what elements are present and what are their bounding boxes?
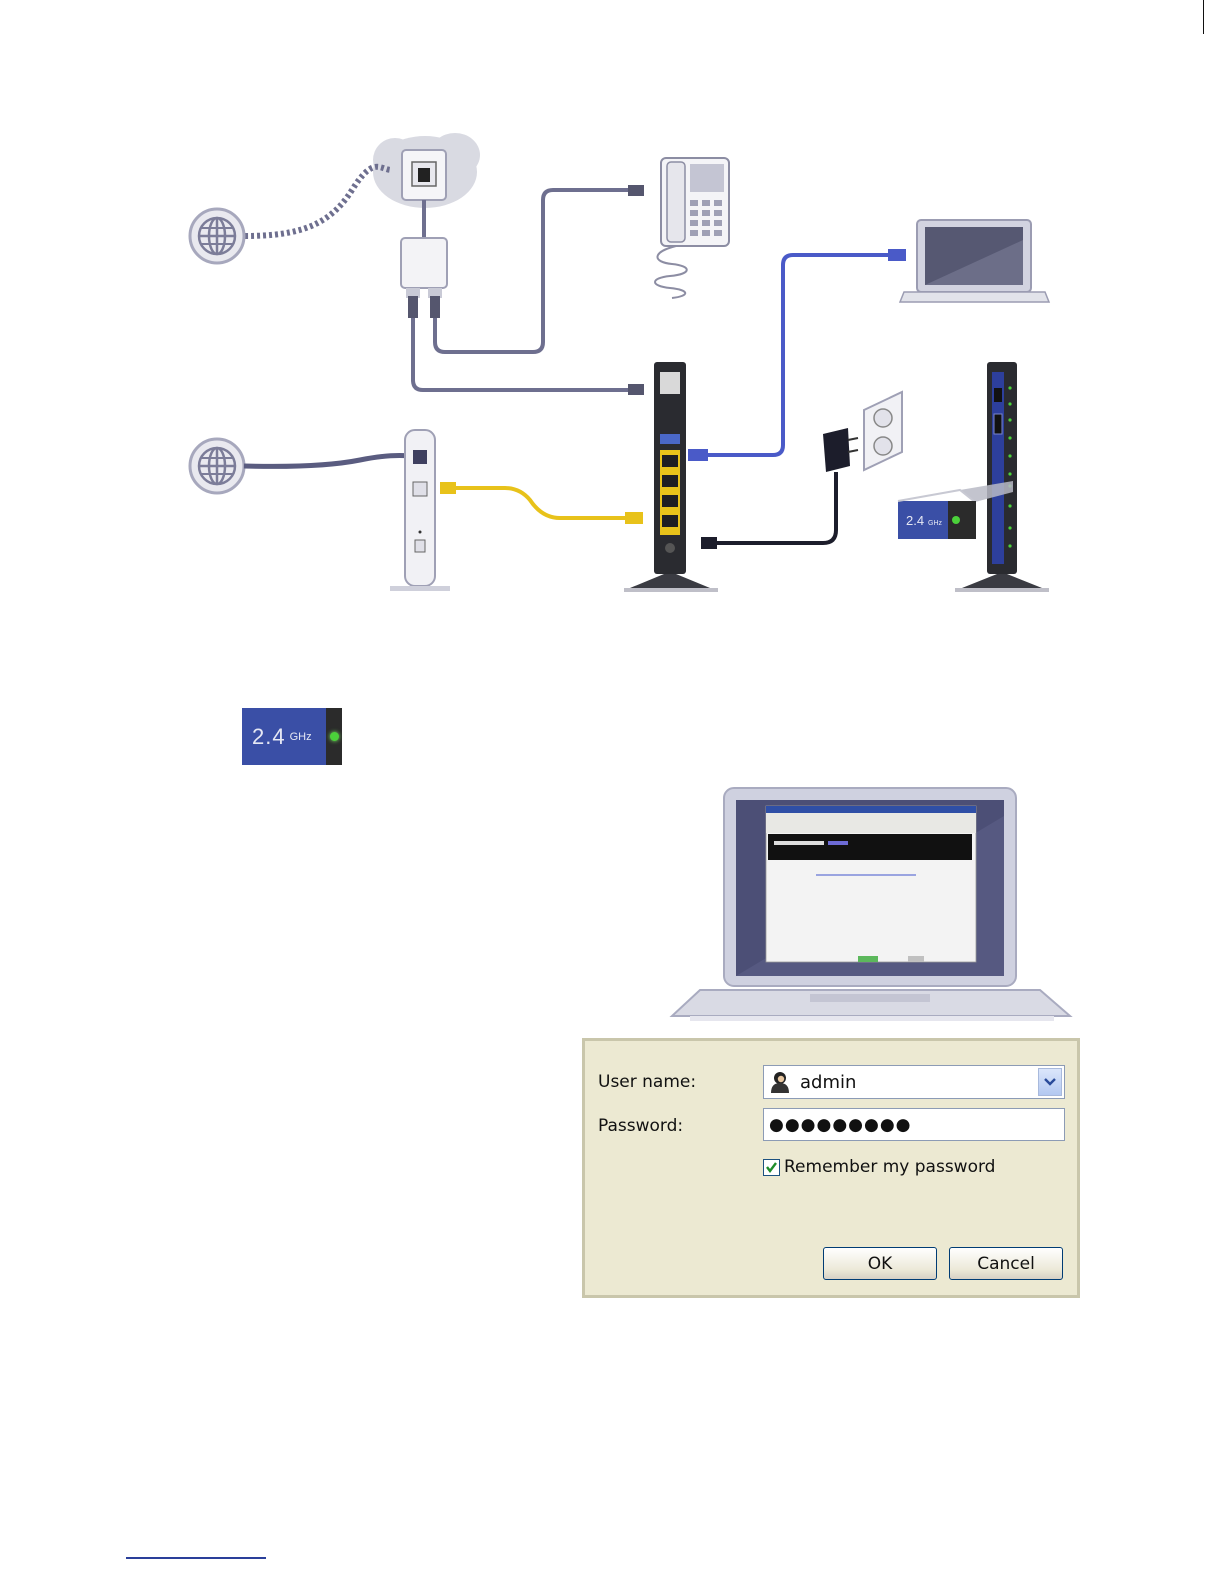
login-dialog: User name: admin Password: ●●●●●●●●● Rem… xyxy=(582,1038,1080,1298)
power-outlet-icon xyxy=(864,392,902,470)
phone-jack-icon xyxy=(402,150,446,200)
remember-password-option[interactable]: Remember my password xyxy=(763,1157,995,1177)
telephone-icon xyxy=(655,158,729,298)
status-led-icon xyxy=(330,732,339,741)
laptop-browser-icon xyxy=(672,788,1070,1021)
connection-diagram: 2.4 GHz xyxy=(0,0,1224,1040)
laptop-icon xyxy=(900,220,1049,302)
password-label: Password: xyxy=(598,1116,683,1136)
router-icon xyxy=(624,362,718,592)
dsl-line xyxy=(245,167,392,236)
band-led-badge: 2.4 GHz xyxy=(242,708,342,765)
remember-label: Remember my password xyxy=(784,1157,995,1177)
chevron-down-icon[interactable] xyxy=(1038,1068,1062,1096)
filter-icon xyxy=(401,238,447,318)
callout-band-text: 2.4 xyxy=(906,513,924,528)
band-number: 2.4 xyxy=(252,724,286,750)
globe-icon xyxy=(190,209,244,263)
remember-checkbox[interactable] xyxy=(763,1159,780,1176)
callout-band-unit: GHz xyxy=(928,520,943,527)
user-name-label: User name: xyxy=(598,1072,696,1092)
user-avatar-icon xyxy=(769,1070,791,1094)
band-label: 2.4 GHz xyxy=(242,708,326,765)
ok-button[interactable]: OK xyxy=(823,1247,937,1280)
led-strip xyxy=(326,708,342,765)
band-unit: GHz xyxy=(290,731,312,743)
password-field[interactable]: ●●●●●●●●● xyxy=(763,1108,1065,1141)
cancel-button[interactable]: Cancel xyxy=(949,1247,1063,1280)
user-name-value: admin xyxy=(800,1072,856,1093)
power-adapter-icon xyxy=(823,428,858,472)
footer-rule xyxy=(126,1557,266,1559)
user-name-combobox[interactable]: admin xyxy=(763,1065,1065,1099)
router-front-icon xyxy=(955,362,1049,592)
globe-icon xyxy=(190,439,244,493)
